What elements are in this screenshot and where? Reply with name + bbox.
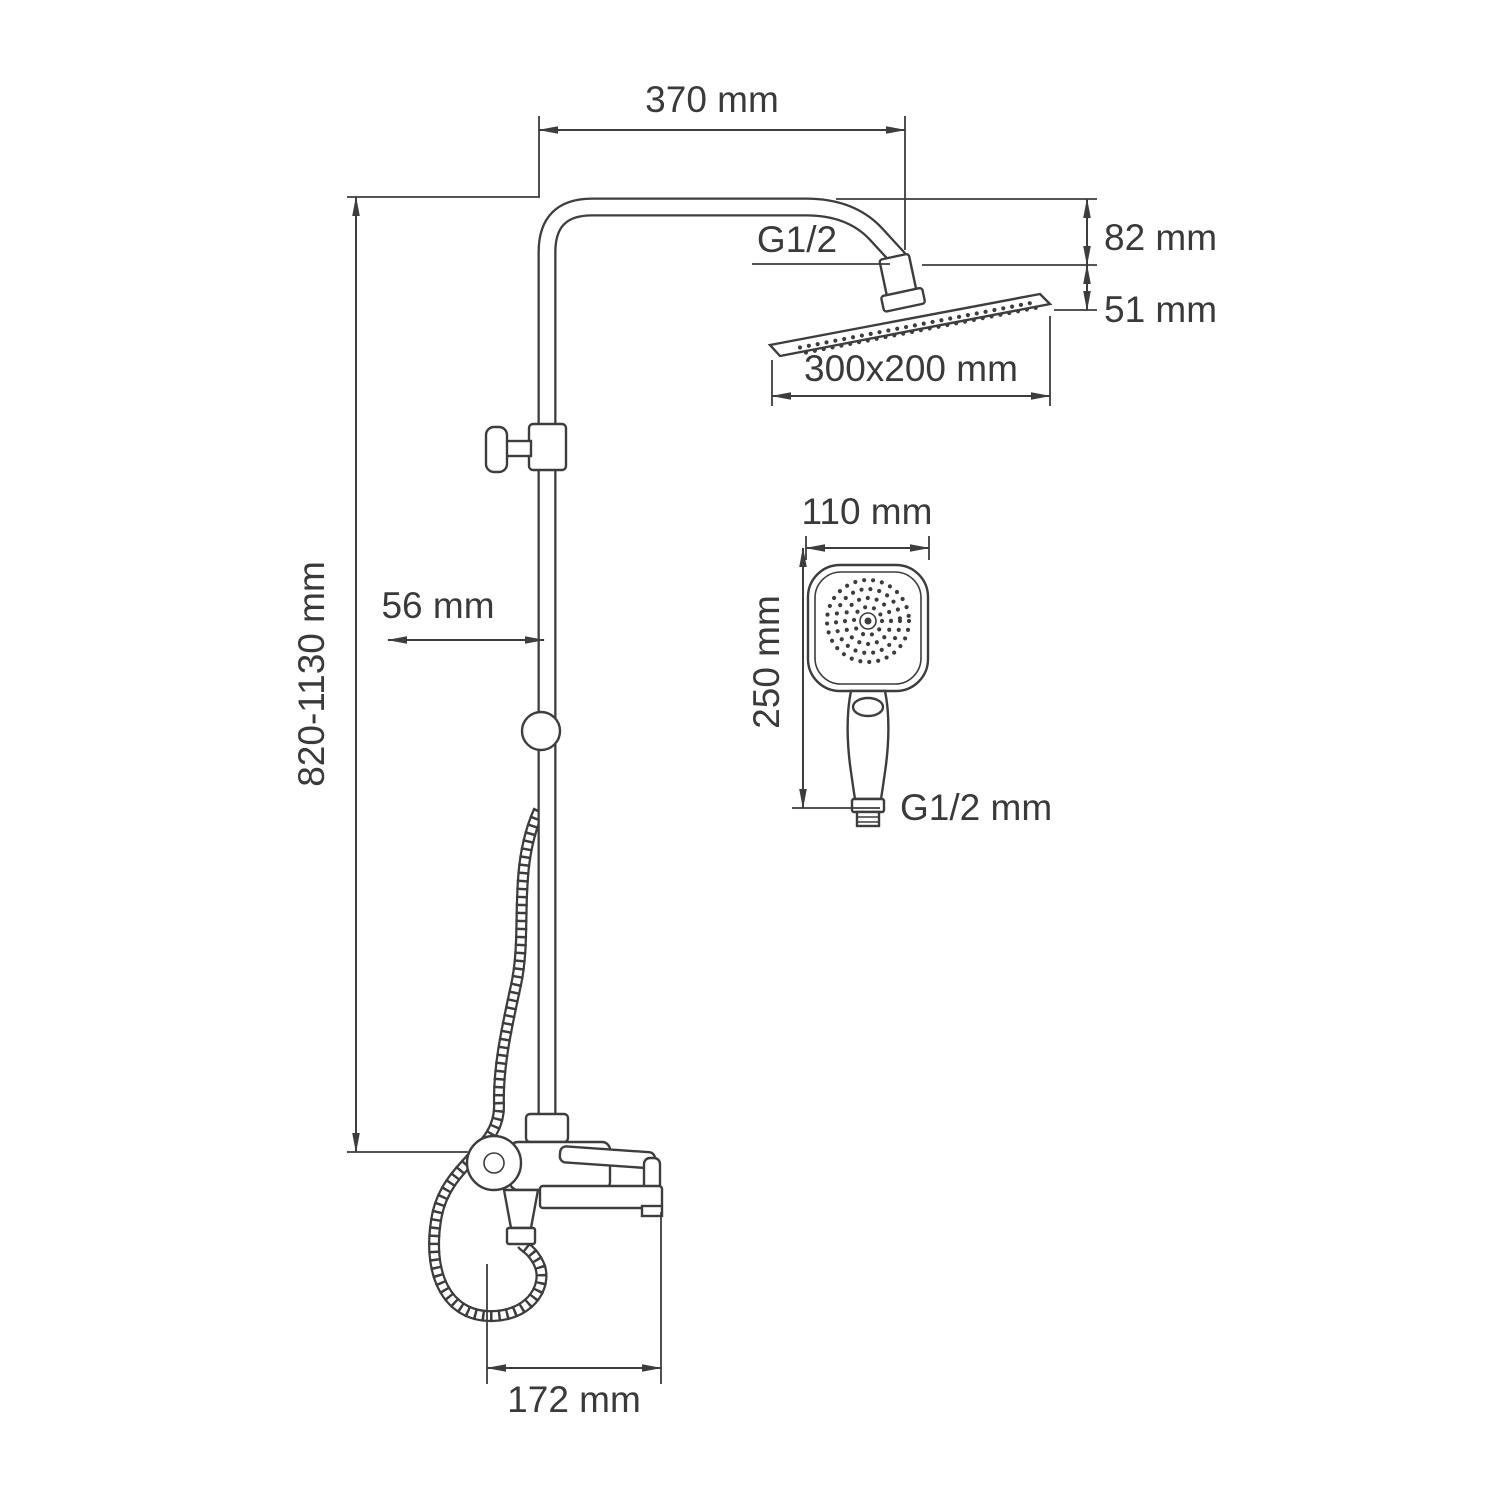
hand-shower-head bbox=[806, 563, 930, 693]
dim-arm-reach-label: 370 mm bbox=[645, 79, 779, 120]
slider-holder bbox=[520, 710, 562, 752]
hand-shower-detail bbox=[806, 563, 930, 828]
dim-handshower-width: 110 mm bbox=[802, 491, 933, 560]
mixer-knob bbox=[465, 1134, 523, 1192]
dim-overhead-size: 300x200 mm bbox=[771, 316, 1051, 406]
overhead-thread-label: G1/2 bbox=[757, 219, 837, 260]
dim-handshower-length: 250 mm bbox=[746, 547, 880, 809]
dim-bar-offset: 56 mm bbox=[381, 585, 545, 644]
handle-thread bbox=[855, 810, 881, 828]
dim-spout-reach-label: 172 mm bbox=[507, 1379, 641, 1420]
mixer-top-collar bbox=[524, 1112, 570, 1144]
dim-head-depth-label: 51 mm bbox=[1104, 289, 1217, 330]
dim-handshower-thread: G1/2 mm bbox=[900, 787, 1052, 828]
shower-hose bbox=[428, 807, 548, 1323]
mode-button bbox=[851, 696, 885, 718]
dim-overhead-size-label: 300x200 mm bbox=[804, 348, 1018, 389]
dim-handshower-width-label: 110 mm bbox=[802, 491, 933, 532]
connector-flange bbox=[880, 286, 926, 313]
dim-column-height: 820-1130 mm bbox=[291, 196, 540, 1153]
diverter-handle bbox=[484, 425, 509, 474]
handshower-thread-label: G1/2 mm bbox=[900, 787, 1052, 828]
dim-head-depth: 51 mm bbox=[1054, 264, 1217, 330]
diverter-knob bbox=[484, 422, 568, 474]
dim-bar-offset-label: 56 mm bbox=[381, 585, 494, 626]
hose-outlet-cone bbox=[502, 1188, 540, 1230]
spout bbox=[538, 1184, 664, 1210]
spout-tip bbox=[640, 1204, 664, 1218]
dim-head-height-label: 82 mm bbox=[1104, 217, 1217, 258]
spray-ring-2 bbox=[842, 595, 894, 647]
shower-head-plate bbox=[767, 292, 1053, 358]
dimensions: 370 mm 820-1130 mm G1/2 82 mm 51 mm bbox=[291, 79, 1217, 1420]
dim-head-height: 82 mm bbox=[836, 198, 1217, 266]
dim-handshower-length-label: 250 mm bbox=[746, 595, 787, 729]
thread-lines bbox=[857, 816, 879, 823]
hose-outlet-nut bbox=[505, 1226, 537, 1246]
dim-arm-reach: 370 mm bbox=[538, 79, 906, 250]
hand-shower-face-rim bbox=[814, 571, 922, 685]
spray-ring-3 bbox=[833, 586, 903, 656]
dim-spout-reach: 172 mm bbox=[486, 1212, 662, 1420]
spray-ring-outer bbox=[824, 577, 912, 665]
handle-connector bbox=[850, 797, 886, 814]
spray-center-dot bbox=[864, 617, 872, 625]
dim-column-height-label: 820-1130 mm bbox=[291, 561, 332, 787]
diverter-stem bbox=[504, 439, 533, 458]
riser-and-arm bbox=[537, 197, 906, 1136]
spray-ring-1 bbox=[851, 604, 885, 638]
dim-overhead-thread: G1/2 bbox=[752, 219, 890, 265]
nozzle-dots-row-2 bbox=[803, 304, 1043, 355]
mixer-knob-inner bbox=[483, 1152, 505, 1174]
spray-center-ring bbox=[859, 612, 877, 630]
mixer-assembly bbox=[465, 1112, 664, 1246]
diverter-collar bbox=[527, 422, 568, 472]
